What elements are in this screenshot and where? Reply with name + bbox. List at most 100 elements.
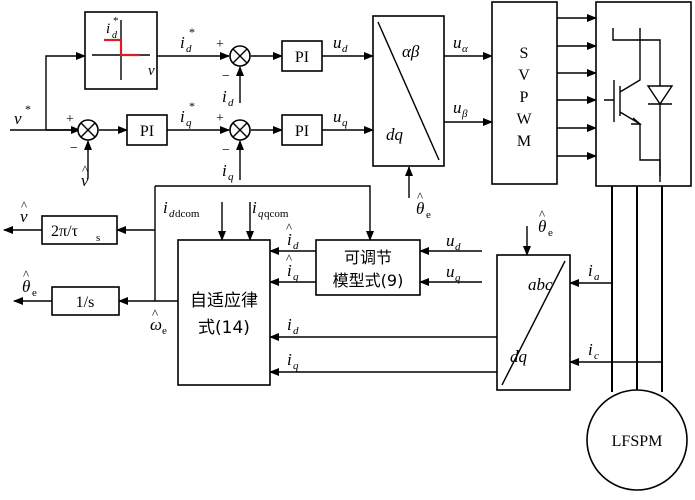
adjustable-model-line1: 可调节: [344, 248, 392, 267]
theta-park-label: θ: [538, 217, 546, 236]
theta-inv-label: θ: [416, 199, 424, 218]
iq-meas-sub: q: [293, 360, 299, 372]
inverse-park-transform-block: αβ dq: [372, 15, 445, 167]
iq-ref-star: *: [189, 99, 195, 113]
motor-block: LFSPM: [586, 389, 688, 491]
speed-pi-block: PI: [126, 114, 168, 146]
q-sum-minus: −: [222, 143, 230, 158]
ia-label-i: i: [588, 261, 593, 280]
integrator-label: 1/s: [76, 294, 95, 311]
idcom-sub-d: d: [169, 208, 175, 220]
speed-scale-block: 2π/τ s: [41, 215, 118, 245]
ic-label-i: i: [588, 340, 593, 359]
uq-label-sub: q: [342, 117, 348, 129]
park-top-label: abc: [528, 275, 553, 294]
theta-out-label: θ: [22, 277, 30, 296]
iqcom-i: i: [252, 198, 257, 217]
d-pi-block: PI: [281, 40, 323, 72]
iq-hat-i: i: [287, 261, 292, 280]
omega-hat: ^: [152, 306, 158, 321]
id-feedback-sub: d: [228, 97, 234, 109]
iq-hat-hat: ^: [286, 251, 292, 266]
theta-out-hat: ^: [23, 267, 29, 282]
speed-sum-plus: +: [66, 112, 74, 127]
id-feedback-i: i: [222, 87, 227, 106]
theta-inv-hat: ^: [417, 189, 423, 204]
svpwm-letter-3: P: [520, 89, 529, 106]
iq-hat-sub: q: [293, 271, 299, 283]
idcom-i: i: [163, 198, 168, 217]
park-transform-block: abc dq: [496, 254, 571, 391]
omega-label: ω: [150, 315, 162, 334]
q-pi-block: PI: [281, 114, 323, 146]
limiter-i-sub: d: [112, 30, 118, 41]
id-ref-i: i: [180, 33, 185, 52]
svpwm-letter-2: V: [518, 67, 530, 84]
inverter-block: [595, 1, 692, 187]
speed-summing-junction: [77, 119, 99, 141]
id-hat-hat: ^: [286, 220, 292, 235]
park-bottom-label: dq: [510, 347, 528, 366]
v-hat-hat: ^: [82, 162, 88, 177]
ia-label-sub: a: [594, 271, 600, 283]
svpwm-block: S V P W M: [491, 1, 558, 185]
speed-sum-minus: −: [70, 141, 78, 156]
ubeta-label-u: u: [453, 98, 462, 117]
ubeta-label-sub: β: [461, 108, 468, 120]
limiter-v-label: v: [148, 63, 155, 79]
svpwm-letter-4: W: [516, 111, 532, 128]
iq-feedback-i: i: [222, 161, 227, 180]
v-hat-out-label: v: [20, 207, 28, 226]
ualpha-label-sub: α: [462, 43, 468, 55]
id-meas-sub: d: [293, 325, 299, 337]
q-current-summing-junction: [229, 119, 251, 141]
d-sum-plus: +: [216, 37, 224, 52]
ud-model-u: u: [446, 231, 455, 250]
theta-park-hat: ^: [539, 207, 545, 222]
adjustable-model-line2: 模型式(9): [333, 271, 404, 290]
uq-model-sub: q: [455, 272, 461, 284]
d-sum-minus: −: [222, 69, 230, 84]
iq-ref-sub: q: [186, 117, 192, 129]
id-meas-i: i: [287, 315, 292, 334]
iqcom-sub-q: q: [258, 208, 264, 220]
v-ref-star: *: [25, 102, 31, 116]
current-limiter-block: i d * v: [84, 11, 158, 90]
iqcom-sub-com: qcom: [264, 208, 289, 220]
d-pi-label: PI: [295, 49, 309, 66]
id-ref-star: *: [189, 25, 195, 39]
svpwm-letter-1: S: [520, 45, 529, 62]
id-hat-i: i: [287, 230, 292, 249]
ud-model-sub: d: [455, 241, 461, 253]
svpwm-letter-5: M: [517, 133, 531, 150]
omega-sub: e: [162, 325, 167, 337]
id-hat-sub: d: [293, 240, 299, 252]
limiter-i-sup: *: [113, 15, 119, 27]
v-hat-label: v: [81, 171, 89, 190]
v-ref-label: v: [14, 109, 22, 128]
iq-ref-i: i: [180, 107, 185, 126]
uq-label-u: u: [333, 107, 342, 126]
q-sum-plus: +: [216, 111, 224, 126]
idcom-sub-com: dcom: [175, 208, 200, 220]
inverse-park-top: αβ: [402, 42, 420, 61]
integrator-block: 1/s: [51, 286, 120, 316]
id-ref-sub: d: [186, 43, 192, 55]
iq-meas-i: i: [287, 350, 292, 369]
signal-labels: v * + − v ^ i d * i q * + − i d + − i q …: [14, 25, 600, 372]
q-pi-label: PI: [295, 123, 309, 140]
motor-label: LFSPM: [612, 433, 663, 450]
limiter-i-label: i: [106, 21, 110, 37]
theta-park-sub: e: [548, 227, 553, 239]
ic-label-sub: c: [594, 350, 599, 362]
speed-scale-label: 2π/τ: [51, 223, 79, 240]
ud-label-sub: d: [342, 43, 348, 55]
ualpha-label-u: u: [453, 33, 462, 52]
adaptive-law-block: 自适应律 式(14): [177, 239, 271, 386]
inverse-park-bottom: dq: [386, 125, 404, 144]
uq-model-u: u: [446, 262, 455, 281]
v-hat-out-hat: ^: [21, 198, 27, 213]
iq-feedback-sub: q: [228, 171, 234, 183]
adaptive-law-line1: 自适应律: [190, 291, 258, 311]
